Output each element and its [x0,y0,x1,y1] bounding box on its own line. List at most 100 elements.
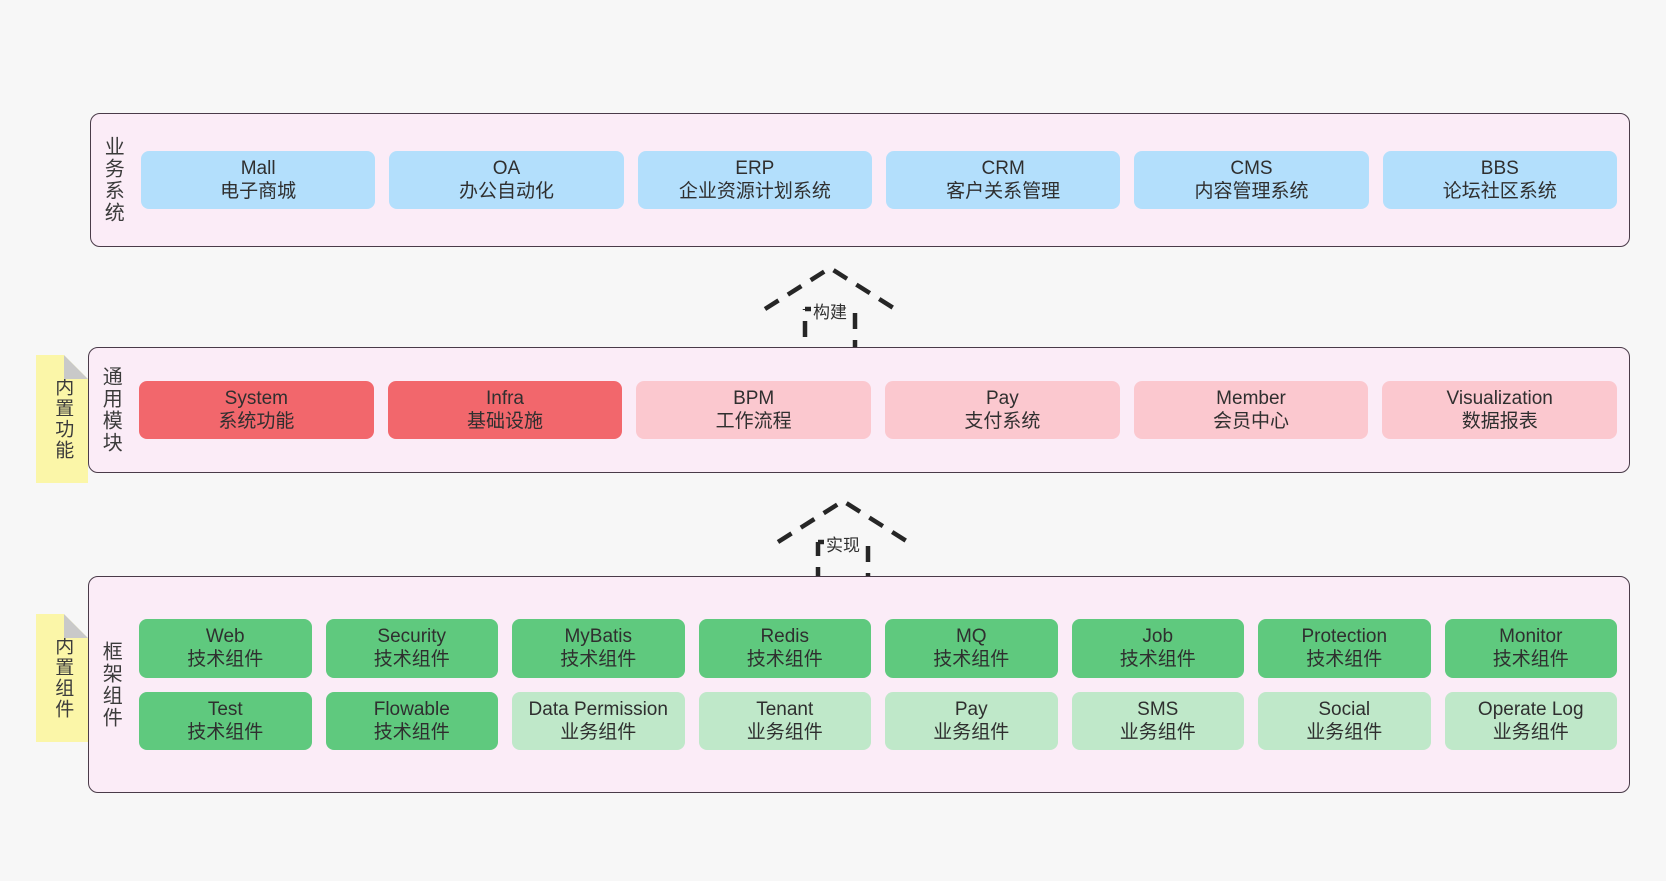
module-name: ERP [735,157,775,179]
module-desc: 技术组件 [1306,649,1383,671]
module-name: OA [492,157,521,179]
module-card-cms[interactable]: CMS 内容管理系统 [1134,150,1369,210]
module-card-visualization[interactable]: Visualization 数据报表 [1382,380,1618,440]
module-card-job[interactable]: Job 技术组件 [1071,619,1244,678]
note-fold-corner-icon [64,355,88,379]
module-card-bbs[interactable]: BBS 论坛社区系统 [1382,150,1617,210]
module-desc: 业务组件 [746,721,823,743]
module-desc: 业务组件 [1492,721,1569,743]
layer-row: System 系统功能 Infra 基础设施 BPM 工作流程 Pay 支付系统… [139,380,1618,440]
module-name: Job [1142,626,1174,648]
module-name: Social [1318,698,1371,720]
module-name: Flowable [373,698,450,720]
module-desc: 工作流程 [715,411,792,432]
module-name: Data Permission [528,698,668,720]
module-name: Web [205,626,245,648]
module-name: Redis [760,626,810,648]
module-name: Monitor [1499,626,1563,648]
module-name: System [224,387,289,409]
module-desc: 内容管理系统 [1194,181,1309,202]
module-name: CMS [1230,157,1273,179]
module-card-mall[interactable]: Mall 电子商城 [141,150,376,210]
module-card-flowable[interactable]: Flowable 技术组件 [325,691,498,750]
layer-common-module[interactable]: 通用模块 System 系统功能 Infra 基础设施 BPM 工作流程 Pay… [88,347,1630,473]
module-card-security[interactable]: Security 技术组件 [325,619,498,678]
module-card-system[interactable]: System 系统功能 [139,380,374,440]
module-name: Tenant [756,698,814,720]
layer-business-system[interactable]: 业务系统 Mall 电子商城 OA 办公自动化 ERP 企业资源计划系统 CRM… [90,113,1630,247]
module-card-infra[interactable]: Infra 基础设施 [387,380,623,440]
module-desc: 系统功能 [218,411,295,432]
module-desc: 业务组件 [933,721,1010,743]
sticky-note-builtin-component: 内置组件 [36,614,88,742]
module-card-tenant[interactable]: Tenant 业务组件 [698,691,871,750]
module-name: Security [377,626,447,648]
layer-body-common-module: System 系统功能 Infra 基础设施 BPM 工作流程 Pay 支付系统… [131,348,1629,472]
module-name: Mall [240,157,276,179]
module-card-pay-business[interactable]: Pay 业务组件 [885,691,1058,750]
connector-implement-arrow: 实现 [768,495,918,583]
module-card-mq[interactable]: MQ 技术组件 [885,619,1058,678]
module-card-sms[interactable]: SMS 业务组件 [1071,691,1244,750]
module-name: MyBatis [564,626,633,648]
module-card-social[interactable]: Social 业务组件 [1258,691,1431,750]
module-name: Pay [954,698,988,720]
module-name: Pay [985,387,1019,409]
module-desc: 业务组件 [1306,721,1383,743]
module-desc: 技术组件 [1492,649,1569,671]
module-desc: 企业资源计划系统 [678,181,831,202]
module-name: Protection [1301,626,1388,648]
module-card-redis[interactable]: Redis 技术组件 [698,619,871,678]
module-card-protection[interactable]: Protection 技术组件 [1258,619,1431,678]
module-desc: 技术组件 [560,649,637,671]
module-name: Test [207,698,243,720]
layer-row: Mall 电子商城 OA 办公自动化 ERP 企业资源计划系统 CRM 客户关系… [141,150,1617,210]
module-card-test[interactable]: Test 技术组件 [139,691,312,750]
module-card-oa[interactable]: OA 办公自动化 [389,150,624,210]
module-desc: 业务组件 [1119,721,1196,743]
module-desc: 客户关系管理 [946,181,1061,202]
module-desc: 基础设施 [467,411,544,432]
module-card-erp[interactable]: ERP 企业资源计划系统 [637,150,872,210]
module-desc: 办公自动化 [458,181,554,202]
module-name: MQ [955,626,987,648]
connector-label-implement: 实现 [824,531,862,556]
layer-framework-component[interactable]: 框架组件 Web 技术组件 Security 技术组件 MyBatis 技术组件… [88,576,1630,793]
module-card-bpm[interactable]: BPM 工作流程 [636,380,872,440]
sticky-note-label: 内置功能 [52,377,74,461]
module-desc: 数据报表 [1461,411,1538,432]
module-card-pay[interactable]: Pay 支付系统 [885,380,1120,440]
module-name: CRM [981,157,1025,179]
module-desc: 论坛社区系统 [1442,181,1557,202]
module-desc: 电子商城 [220,181,297,202]
module-desc: 技术组件 [373,721,450,743]
module-name: Member [1216,387,1286,409]
connector-label-build: 构建 [811,298,849,323]
module-desc: 技术组件 [373,649,450,671]
note-fold-corner-icon [64,614,88,638]
layer-body-business-system: Mall 电子商城 OA 办公自动化 ERP 企业资源计划系统 CRM 客户关系… [133,114,1629,246]
module-card-monitor[interactable]: Monitor 技术组件 [1444,619,1617,678]
layer-title-framework-component: 框架组件 [99,640,122,729]
module-name: Infra [485,387,525,409]
module-name: Operate Log [1477,698,1584,720]
sticky-note-label: 内置组件 [52,636,74,720]
layer-title-business-system: 业务系统 [101,136,124,224]
module-desc: 会员中心 [1213,411,1290,432]
module-card-mybatis[interactable]: MyBatis 技术组件 [512,619,685,678]
module-desc: 技术组件 [746,649,823,671]
module-card-data-permission[interactable]: Data Permission 业务组件 [512,691,685,750]
module-name: BBS [1480,157,1519,179]
module-name: BPM [733,387,775,409]
layer-title-common-module: 通用模块 [99,366,122,454]
module-desc: 技术组件 [187,649,264,671]
module-desc: 技术组件 [933,649,1010,671]
module-card-web[interactable]: Web 技术组件 [139,619,312,678]
module-card-operate-log[interactable]: Operate Log 业务组件 [1444,691,1617,750]
module-name: SMS [1137,698,1179,720]
module-card-crm[interactable]: CRM 客户关系管理 [885,150,1121,210]
layer-row: Test 技术组件 Flowable 技术组件 Data Permission … [139,691,1617,750]
connector-build-arrow: 构建 [755,262,905,357]
module-card-member[interactable]: Member 会员中心 [1133,380,1369,440]
